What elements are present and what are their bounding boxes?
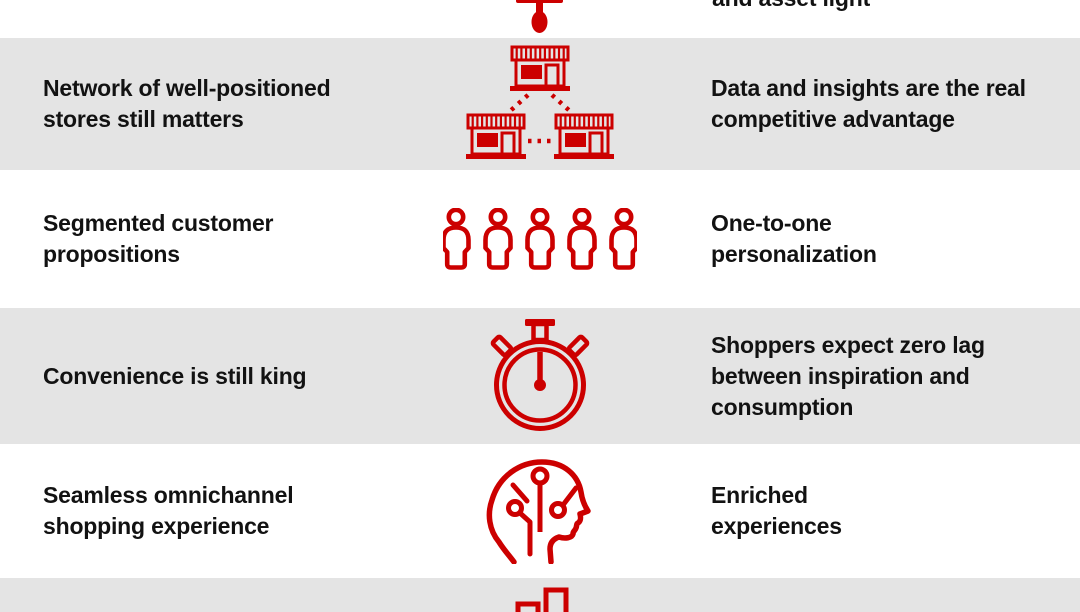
row-segments: Segmented customer propositions One-to-o…: [0, 170, 1080, 308]
row-stores: Network of well-positioned stores still …: [0, 38, 1080, 170]
store-network-icon: [464, 45, 616, 161]
row-omnichannel-left-text: Seamless omnichannel shopping experience: [43, 482, 294, 539]
row-convenience-left-text: Convenience is still king: [43, 362, 307, 389]
row-omnichannel-right-text: Enriched experiences: [711, 482, 842, 539]
row-convenience: Convenience is still king Shoppers expec…: [0, 308, 1080, 444]
stopwatch-icon: [490, 319, 590, 431]
row-stores-right-text: Data and insights are the real competiti…: [711, 75, 1026, 132]
top-right-text: and asset light: [712, 0, 870, 14]
row-omnichannel: Seamless omnichannel shopping experience…: [0, 444, 1080, 578]
row-stores-left-text: Network of well-positioned stores still …: [43, 75, 331, 132]
row-convenience-right-text: Shoppers expect zero lag between inspira…: [711, 331, 985, 420]
head-circuit-icon: [486, 459, 591, 564]
bar-chart-icon: [515, 587, 569, 612]
customer-group-icon: [443, 208, 637, 270]
row-segments-left-text: Segmented customer propositions: [43, 210, 274, 267]
scale-icon: [516, 0, 563, 33]
row-segments-right-text: One-to-one personalization: [711, 210, 877, 267]
